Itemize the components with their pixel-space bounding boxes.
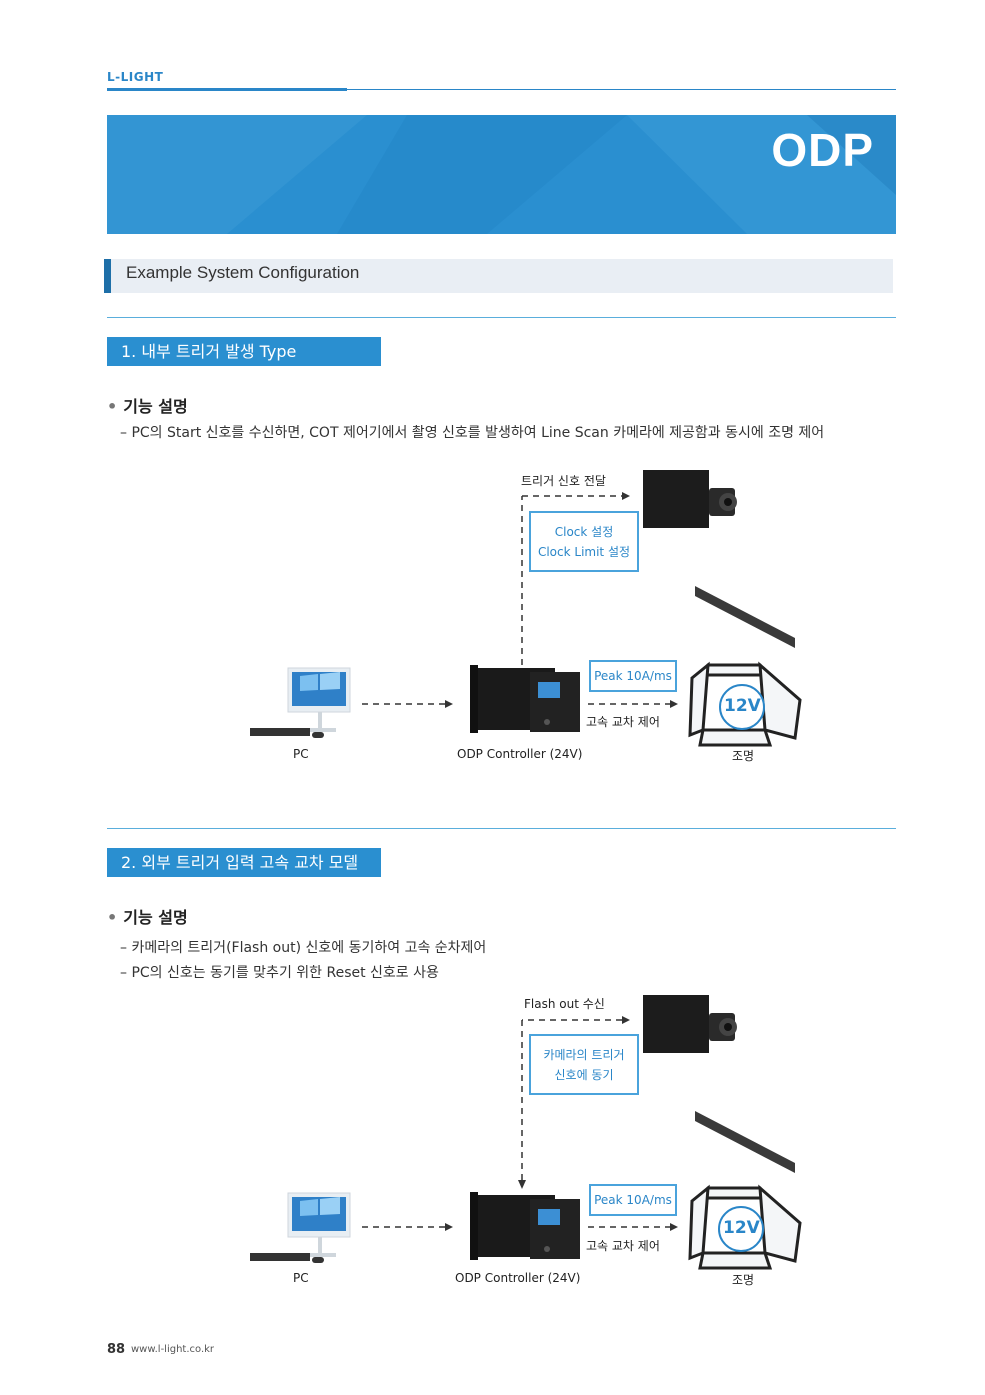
type2-diagram-graphics <box>250 995 802 1270</box>
type1-settings-line-1: Clock 설정 <box>554 525 614 539</box>
type2-signal-label: Flash out 수신 <box>524 997 605 1011</box>
camera-illustration <box>643 995 737 1053</box>
type1-title: 1. 내부 트리거 발생 Type <box>107 337 381 366</box>
type1-diagram-graphics <box>250 470 802 747</box>
line-light-illustration <box>695 586 795 648</box>
type2-heading: •기능 설명 <box>107 908 188 927</box>
type2-line-2: – PC의 신호는 동기를 맞추기 위한 Reset 신호로 사용 <box>120 965 439 981</box>
header-rule <box>347 89 896 90</box>
section-title: Example System Configuration <box>126 263 360 282</box>
controller-illustration <box>470 665 580 733</box>
page-title: ODP <box>771 124 874 176</box>
type1-peak-box: Peak 10A/ms <box>589 660 677 692</box>
camera-illustration <box>643 470 737 528</box>
light-illustration <box>688 1184 802 1270</box>
section-header-accent <box>104 259 111 293</box>
brand-underline <box>107 88 347 91</box>
hero-background <box>107 115 896 234</box>
type2-peak-box: Peak 10A/ms <box>589 1184 677 1216</box>
type2-sync-line-2: 신호에 동기 <box>554 1068 614 1082</box>
camera-to-controller-arrow <box>518 1180 526 1189</box>
type1-heading-text: 기능 설명 <box>123 397 188 416</box>
type1-heading: •기능 설명 <box>107 397 188 416</box>
type2-voltage: 12V <box>723 1218 760 1238</box>
type2-divider <box>107 828 896 829</box>
type2-cross-label: 고속 교차 제어 <box>586 1239 660 1253</box>
type2-sync-box: 카메라의 트리거 신호에 동기 <box>529 1034 639 1095</box>
type2-light-label: 조명 <box>732 1273 755 1287</box>
type1-pc-label: PC <box>293 747 309 761</box>
hero-banner: ODP <box>107 115 896 234</box>
section-header-bar <box>104 259 893 293</box>
type2-controller-label: ODP Controller (24V) <box>455 1271 581 1285</box>
type2-sync-line-1: 카메라의 트리거 <box>543 1048 625 1062</box>
camera-marker-arrow <box>622 1016 630 1024</box>
type1-light-label: 조명 <box>732 749 755 763</box>
controller-to-light-arrow <box>670 700 678 708</box>
brand-label: L-LIGHT <box>107 70 164 84</box>
pc-to-controller-arrow <box>445 700 453 708</box>
line-light-illustration <box>695 1111 795 1173</box>
type1-controller-label: ODP Controller (24V) <box>457 747 583 761</box>
type1-settings-box: Clock 설정 Clock Limit 설정 <box>529 511 639 572</box>
type1-diagram: 트리거 신호 전달 Clock 설정 Clock Limit 설정 Peak 1… <box>240 460 820 780</box>
type1-line-1: – PC의 Start 신호를 수신하면, COT 제어기에서 촬영 신호를 발… <box>120 425 825 441</box>
type2-diagram: Flash out 수신 카메라의 트리거 신호에 동기 Peak 10A/ms… <box>240 985 820 1305</box>
controller-to-camera-arrow <box>622 492 630 500</box>
type1-line-1-text: PC의 Start 신호를 수신하면, COT 제어기에서 촬영 신호를 발생하… <box>131 425 825 441</box>
type2-line-2-text: PC의 신호는 동기를 맞추기 위한 Reset 신호로 사용 <box>131 965 439 981</box>
type2-line-1: – 카메라의 트리거(Flash out) 신호에 동기하여 고속 순차제어 <box>120 940 487 956</box>
pc-to-controller-arrow <box>445 1223 453 1231</box>
type2-heading-text: 기능 설명 <box>123 908 188 927</box>
type1-cross-label: 고속 교차 제어 <box>586 715 660 729</box>
type1-divider <box>107 317 896 318</box>
type1-settings-line-2: Clock Limit 설정 <box>537 545 631 559</box>
pc-illustration <box>250 667 351 738</box>
footer-url: www.l-light.co.kr <box>131 1344 215 1355</box>
type2-line-1-text: 카메라의 트리거(Flash out) 신호에 동기하여 고속 순차제어 <box>131 940 487 956</box>
type2-pc-label: PC <box>293 1271 309 1285</box>
type1-voltage: 12V <box>724 696 761 716</box>
type2-title: 2. 외부 트리거 입력 고속 교차 모델 <box>107 848 381 877</box>
light-illustration <box>688 661 802 747</box>
type1-signal-label: 트리거 신호 전달 <box>521 474 606 488</box>
controller-illustration <box>470 1192 580 1260</box>
controller-to-light-arrow <box>670 1223 678 1231</box>
page-number: 88 <box>107 1342 126 1357</box>
pc-illustration <box>250 1192 351 1263</box>
